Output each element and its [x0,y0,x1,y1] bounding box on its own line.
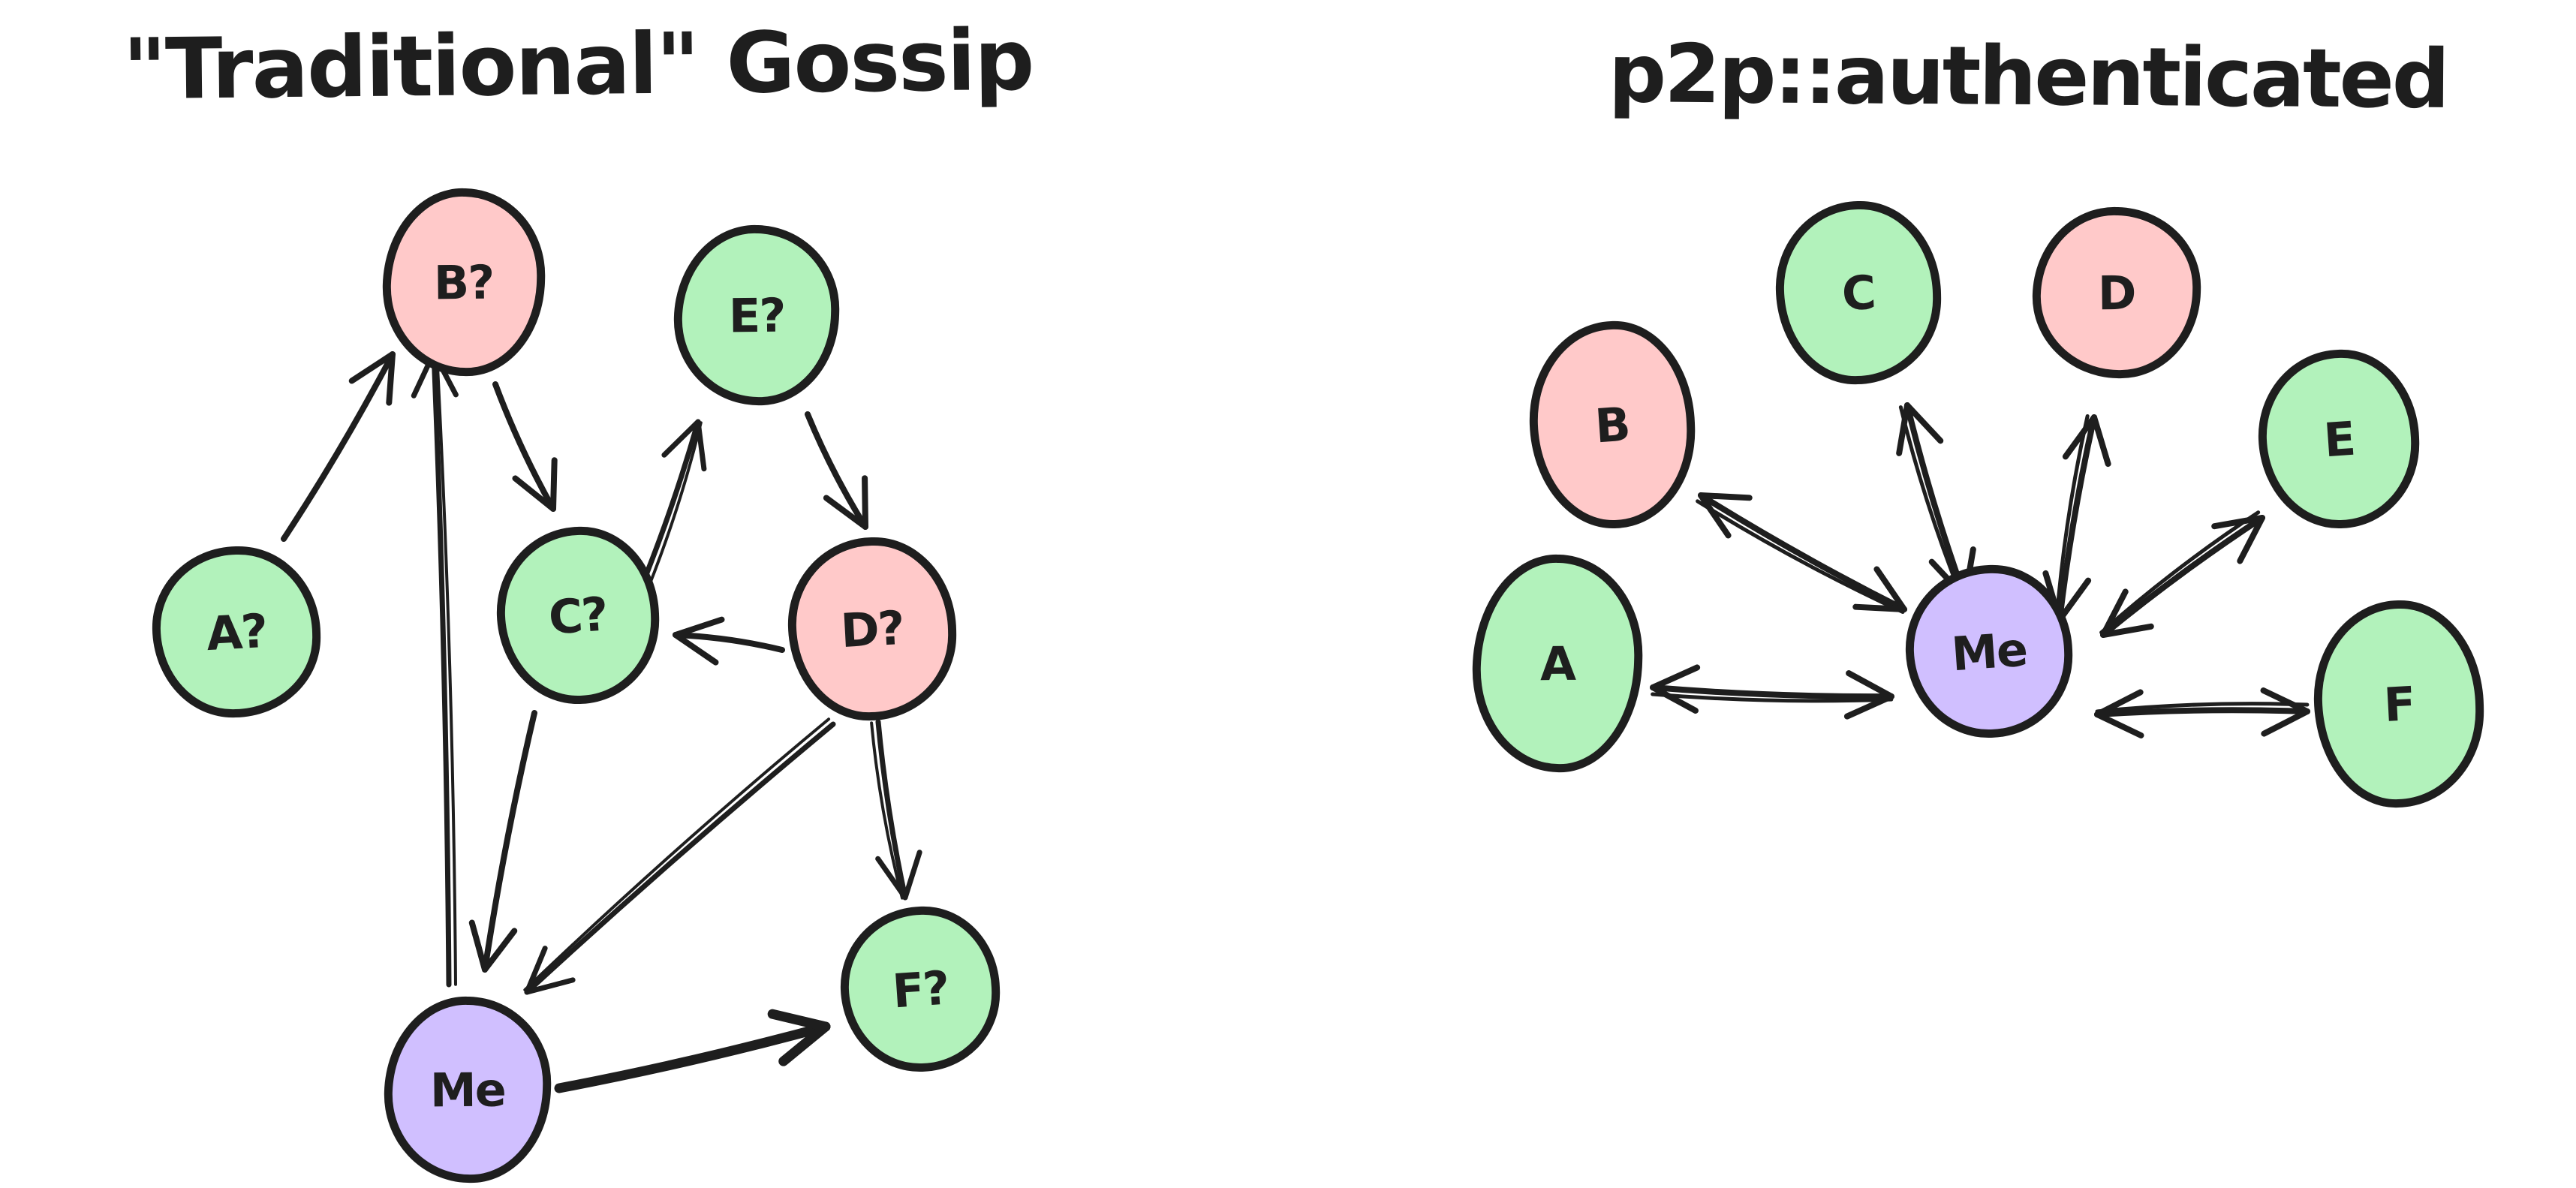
left-edge-b-to-c [492,381,558,512]
right-node-c-label: C [1840,264,1876,321]
left-edge-d-to-me [523,717,836,995]
right-node-f-label: F [2382,675,2416,732]
right-edge-b-me [1696,492,1907,615]
right-diagram-title: p2p::authenticated [1608,27,2448,127]
left-node-b-label: B? [434,254,494,310]
right-edge-f-me [2094,687,2310,738]
left-node-f-label: F? [890,959,950,1019]
right-edge-a-me [1650,664,1894,720]
left-edge-d-to-f [870,719,922,901]
right-edge-e-me [2099,510,2265,638]
left-edge-me-to-b [411,350,459,988]
left-edge-e-to-d [805,411,868,530]
left-edge-me-to-f [554,1009,831,1093]
right-node-d-label: D [2097,265,2136,320]
right-node-b-label: B [1593,396,1632,453]
left-edge-a-to-b [281,351,396,542]
left-diagram-title: "Traditional" Gossip [122,11,1034,119]
left-node-d-label: D? [839,600,905,658]
right-edge-d-me [2042,414,2111,623]
left-edge-d-to-c [673,616,785,666]
right-node-a-label: A [1539,636,1575,691]
right-node-me-label: Me [1949,621,2029,681]
left-node-a-label: A? [205,603,268,661]
left-node-e-label: E? [728,287,785,343]
left-edge-c-to-me [468,710,537,973]
left-node-c-label: C? [546,585,609,645]
right-node-e-label: E [2322,411,2356,468]
left-node-me-label: Me [429,1062,506,1117]
